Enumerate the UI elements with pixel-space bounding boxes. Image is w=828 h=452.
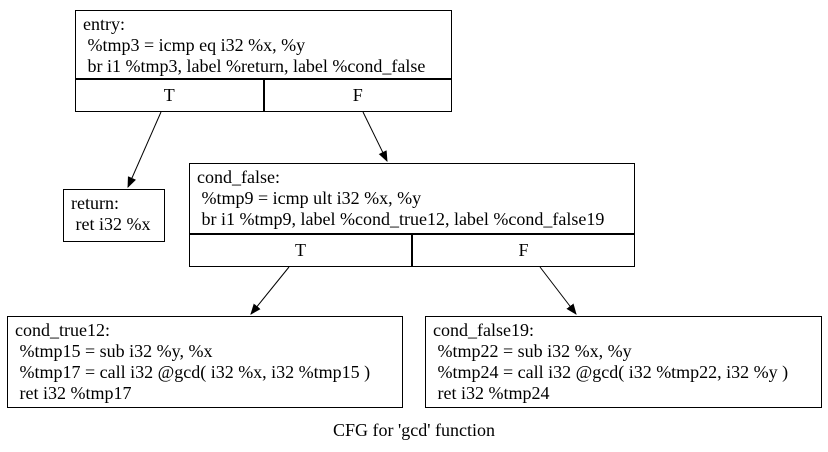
- instruction: ret i32 %tmp17: [15, 383, 132, 403]
- block-label: cond_true12:: [15, 320, 110, 340]
- edge-entry-false-cond_false: [362, 111, 388, 162]
- port-true: T: [190, 235, 413, 266]
- port-false: F: [352, 85, 363, 105]
- node-entry: entry: %tmp3 = icmp eq i32 %x, %y br i1 …: [75, 10, 452, 112]
- instruction: br i1 %tmp3, label %return, label %cond_…: [83, 56, 426, 76]
- node-return-body: return: ret i32 %x: [64, 190, 164, 241]
- instruction: %tmp24 = call i32 @gcd( i32 %tmp22, i32 …: [433, 362, 789, 382]
- block-label: cond_false19:: [433, 320, 534, 340]
- node-cond_true12-body: cond_true12: %tmp15 = sub i32 %y, %x %tm…: [8, 317, 402, 407]
- instruction: %tmp9 = icmp ult i32 %x, %y: [197, 188, 422, 208]
- node-cond_false-body: cond_false: %tmp9 = icmp ult i32 %x, %y …: [190, 164, 634, 233]
- instruction: %tmp22 = sub i32 %x, %y: [433, 341, 632, 361]
- node-cond_false: cond_false: %tmp9 = icmp ult i32 %x, %y …: [189, 163, 635, 267]
- block-label: entry:: [83, 14, 125, 34]
- instruction: br i1 %tmp9, label %cond_true12, label %…: [197, 209, 605, 229]
- port-true: T: [76, 80, 265, 111]
- edge-cond_false-true-cond_true12: [250, 266, 290, 315]
- node-cond_true12: cond_true12: %tmp15 = sub i32 %y, %x %tm…: [7, 316, 403, 408]
- instruction: ret i32 %x: [71, 214, 151, 234]
- instruction: ret i32 %tmp24: [433, 383, 550, 403]
- block-label: cond_false:: [197, 167, 280, 187]
- node-cond_false19-body: cond_false19: %tmp22 = sub i32 %x, %y %t…: [426, 317, 821, 407]
- node-cond_false-ports: T F: [190, 233, 634, 266]
- block-label: return:: [71, 193, 119, 213]
- instruction: %tmp3 = icmp eq i32 %x, %y: [83, 35, 306, 55]
- node-entry-body: entry: %tmp3 = icmp eq i32 %x, %y br i1 …: [76, 11, 451, 78]
- edge-cond_false-false-cond_false19: [539, 266, 577, 315]
- edge-entry-true-return: [127, 111, 162, 189]
- graph-caption: CFG for 'gcd' function: [333, 420, 495, 440]
- node-return: return: ret i32 %x: [63, 189, 165, 242]
- instruction: %tmp17 = call i32 @gcd( i32 %x, i32 %tmp…: [15, 362, 371, 382]
- instruction: %tmp15 = sub i32 %y, %x: [15, 341, 213, 361]
- node-entry-ports: T F: [76, 78, 451, 111]
- node-cond_false19: cond_false19: %tmp22 = sub i32 %x, %y %t…: [425, 316, 822, 408]
- port-false: F: [518, 240, 529, 260]
